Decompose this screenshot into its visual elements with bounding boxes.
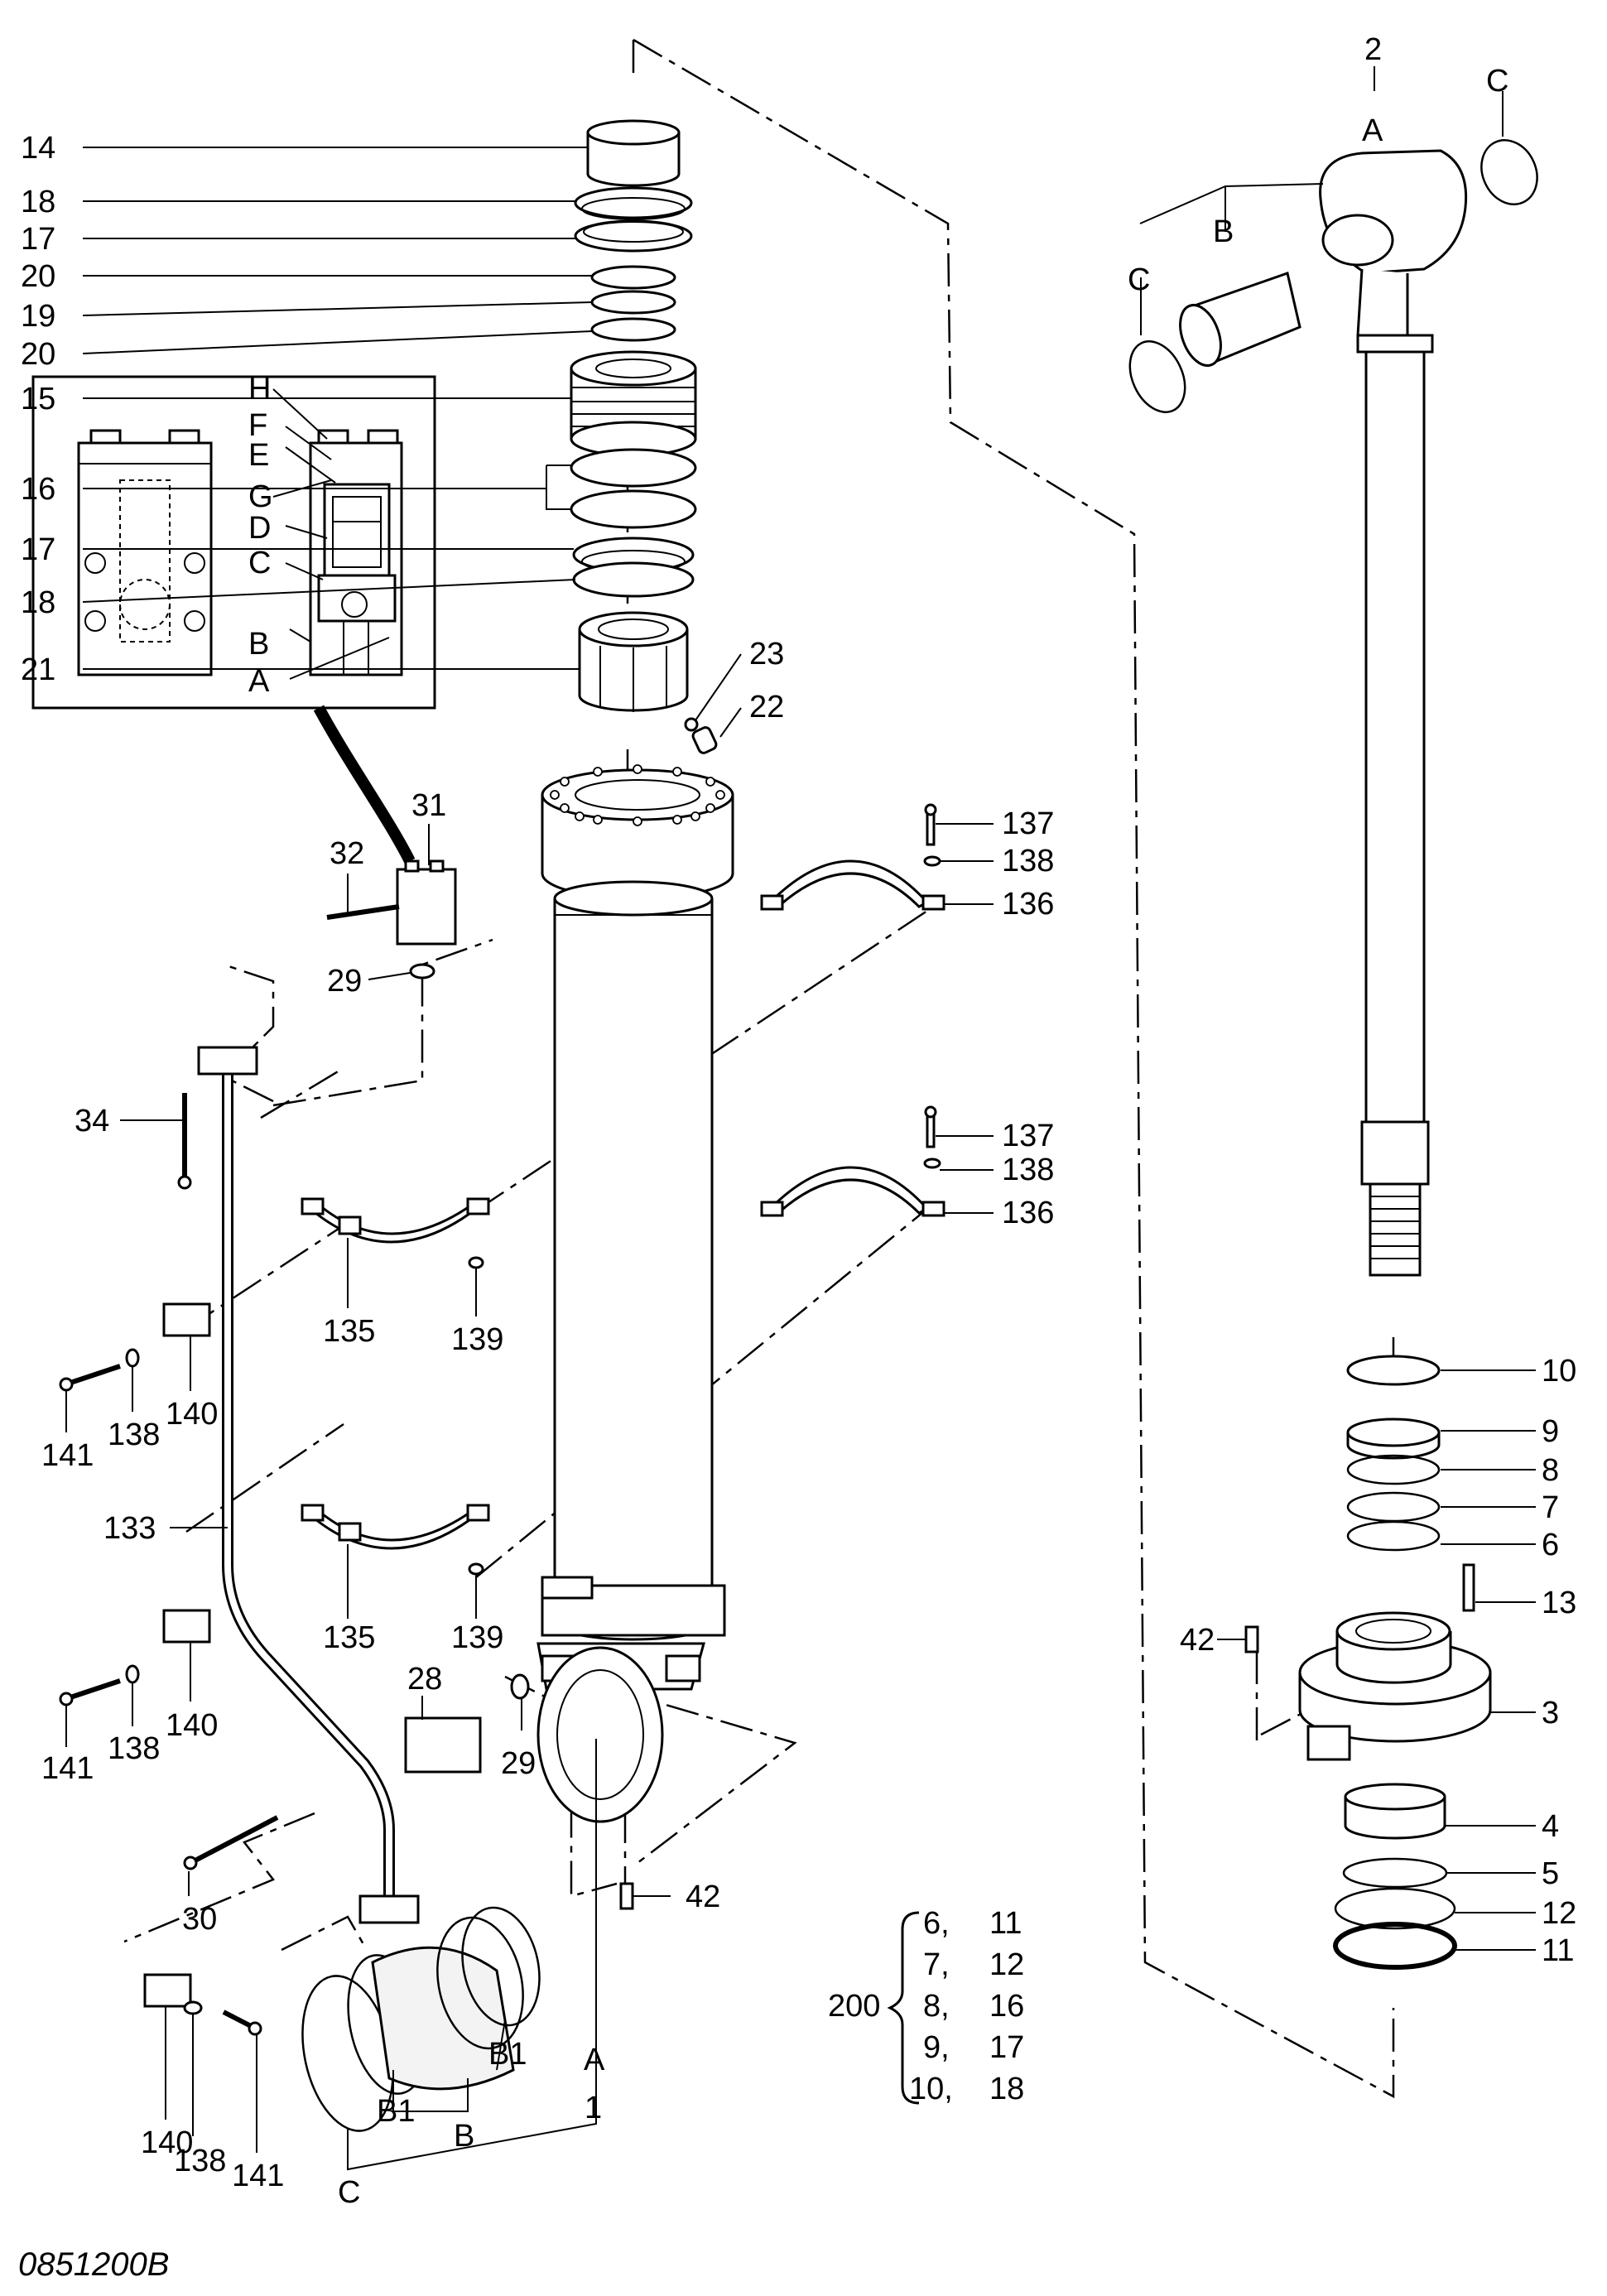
callout-19: 19: [21, 299, 55, 334]
callout-141: 141: [41, 1751, 94, 1786]
callout-21: 21: [21, 652, 55, 687]
callout-5: 5: [1542, 1856, 1559, 1891]
callout-2: 2: [1364, 32, 1382, 67]
callout-4: 4: [1542, 1809, 1559, 1844]
callout-3: 3: [1542, 1696, 1559, 1730]
kit-number: 200: [828, 1989, 880, 2024]
bottom-bushing-set: [301, 1906, 541, 2132]
callout-29: 29: [501, 1746, 536, 1781]
callout-136: 136: [1002, 1196, 1054, 1230]
callout-15: 15: [21, 382, 55, 416]
callout-leaders: [65, 66, 1536, 2171]
kit-row-2-b: 12: [989, 1947, 1024, 1982]
seal-kit-table: 200 6, 11 7, 12 8, 16 9, 17 10, 18: [828, 1906, 1024, 2106]
callout-10: 10: [1542, 1354, 1576, 1389]
callout-13: 13: [1542, 1586, 1576, 1620]
kit-row-5-b: 18: [989, 2072, 1024, 2106]
kit-row-1-a: 6,: [923, 1906, 950, 1941]
callout-22: 22: [749, 690, 784, 724]
callout-32: 32: [330, 836, 364, 871]
callout-138: 138: [108, 1418, 160, 1452]
callout-b: B: [454, 2119, 474, 2154]
callout-137: 137: [1002, 1119, 1054, 1153]
callout-138: 138: [1002, 1153, 1054, 1187]
callout-34: 34: [75, 1104, 109, 1138]
callout-12: 12: [1542, 1896, 1576, 1931]
kit-row-4-a: 9,: [923, 2030, 950, 2065]
detail-inset: H F E G D C B A: [31, 372, 436, 864]
assembly-leader-lines: [123, 38, 1395, 2099]
callout-18: 18: [21, 185, 55, 219]
callout-b1: B1: [377, 2094, 415, 2129]
callout-9: 9: [1542, 1414, 1559, 1449]
rod-seal-stack: [570, 119, 718, 754]
callout-139: 139: [451, 1620, 503, 1655]
callout-42: 42: [686, 1880, 720, 1914]
callout-140: 140: [141, 2125, 193, 2160]
inset-label-d: D: [248, 511, 271, 546]
callout-42: 42: [1180, 1623, 1215, 1658]
inset-label-c: C: [248, 546, 271, 580]
kit-row-3-b: 16: [989, 1989, 1024, 2024]
callout-1: 1: [585, 2091, 602, 2125]
pipe-clamps: [301, 803, 945, 1576]
callout-6: 6: [1542, 1528, 1559, 1562]
callout-30: 30: [182, 1902, 217, 1937]
callout-140: 140: [166, 1397, 218, 1432]
callout-138: 138: [108, 1731, 160, 1766]
inset-label-e: E: [248, 438, 269, 473]
drawing-code: 0851200B: [18, 2246, 169, 2283]
callout-141: 141: [41, 1438, 94, 1473]
callout-c: C: [338, 2175, 360, 2210]
kit-row-2-a: 7,: [923, 1947, 950, 1982]
callout-16: 16: [21, 472, 55, 507]
inset-label-h: H: [248, 372, 271, 407]
cylinder-tube: [536, 764, 734, 1823]
callout-140: 140: [166, 1708, 218, 1743]
callout-20: 20: [21, 259, 55, 294]
callout-c: C: [1128, 262, 1150, 297]
callout-7: 7: [1542, 1490, 1559, 1525]
callout-29: 29: [327, 964, 362, 999]
inset-label-g: G: [248, 479, 273, 514]
callout-138: 138: [1002, 844, 1054, 878]
callout-b: B: [1213, 214, 1234, 249]
callout-b1: B1: [488, 2037, 527, 2072]
callout-labels: 14 18 17 20 19 20 15 16 17 18 21 23 22 3…: [21, 32, 1576, 2210]
callout-133: 133: [103, 1511, 156, 1546]
inset-label-b: B: [248, 627, 269, 662]
callout-23: 23: [749, 637, 784, 671]
callout-18: 18: [21, 585, 55, 620]
callout-17: 17: [21, 222, 55, 257]
callout-137: 137: [1002, 806, 1054, 841]
callout-28: 28: [407, 1662, 442, 1697]
callout-135: 135: [323, 1314, 375, 1349]
callout-136: 136: [1002, 887, 1054, 922]
kit-row-5-a: 10,: [909, 2072, 953, 2106]
callout-20: 20: [21, 337, 55, 372]
callout-17: 17: [21, 532, 55, 567]
callout-8: 8: [1542, 1453, 1559, 1488]
callout-141: 141: [232, 2159, 284, 2193]
callout-14: 14: [21, 131, 55, 166]
hydraulic-pipe: [59, 859, 1259, 2036]
kit-row-1-b: 11: [989, 1906, 1022, 1941]
callout-11: 11: [1542, 1933, 1574, 1968]
callout-135: 135: [323, 1620, 375, 1655]
callout-c: C: [1486, 64, 1508, 99]
callout-a: A: [1362, 113, 1383, 148]
inset-label-f: F: [248, 408, 267, 443]
piston-rod: [1128, 139, 1538, 1970]
callout-a: A: [584, 2043, 605, 2077]
kit-row-3-a: 8,: [923, 1989, 950, 2024]
kit-row-4-b: 17: [989, 2030, 1024, 2065]
callout-31: 31: [411, 788, 446, 823]
callout-139: 139: [451, 1322, 503, 1357]
callout-138: 138: [174, 2144, 226, 2178]
